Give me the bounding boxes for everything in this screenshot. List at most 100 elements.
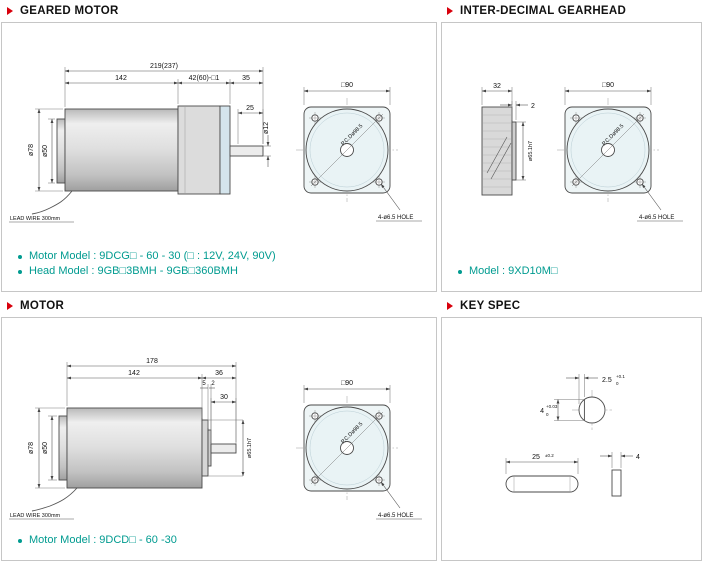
- dim-pilot-diameter: ø65.1h7: [528, 141, 534, 161]
- geared-motor-front-view: P.C.Dø98.5 □90 4-ø6.5 HOLE: [296, 82, 422, 222]
- panel-title: GEARED MOTOR: [20, 5, 119, 17]
- motor-bullets: Motor Model : 9DCD□ - 60 -30: [2, 531, 436, 560]
- gearhead-flange: [219, 105, 231, 195]
- motor-box: LEAD WIRE 300mm 178 142 36 5 2 30: [1, 317, 437, 561]
- motor-model-text: Motor Model : 9DCD□ - 60 -30: [29, 534, 177, 546]
- motor-side-view: LEAD WIRE 300mm: [9, 407, 237, 520]
- inter-decimal-gearhead-box: 32 2 ø65.1h7: [441, 22, 702, 292]
- key-spec-header: KEY SPEC: [441, 297, 702, 315]
- red-arrow-icon: [447, 302, 453, 310]
- red-arrow-icon: [447, 7, 453, 15]
- dim-step1: 5: [202, 381, 206, 387]
- dim-cap-diameter: ø50: [42, 145, 49, 157]
- pilot-boss: [511, 121, 517, 181]
- lead-wire-label: LEAD WIRE 300mm: [10, 216, 61, 222]
- motor-model-text: Motor Model : 9DCG□ - 60 - 30 (□ : 12V, …: [29, 250, 276, 262]
- geared-motor-drawing: LEAD WIRE 300mm 219(237) 142 42(60)-□1 3…: [9, 63, 422, 223]
- flat-end-shape: [611, 469, 622, 497]
- flat-end-view: 4: [600, 452, 640, 497]
- geared-motor-box: LEAD WIRE 300mm 219(237) 142 42(60)-□1 3…: [1, 22, 437, 292]
- dim-mounting-holes: 4-ø6.5 HOLE: [639, 215, 674, 221]
- motor-drawing: LEAD WIRE 300mm 178 142 36 5 2 30: [9, 358, 422, 520]
- output-shaft: [229, 145, 264, 157]
- panel-geared-motor: GEARED MOTOR: [1, 2, 437, 292]
- dim-body-length: 142: [128, 370, 140, 377]
- dim-body-diameter: ø78: [28, 442, 35, 454]
- inter-decimal-gearhead-bullets: Model : 9XD10M□: [442, 262, 701, 291]
- gearhead-model-text: Model : 9XD10M□: [469, 265, 558, 277]
- dim-end-width: 4: [636, 454, 640, 461]
- inter-decimal-gearhead-header: INTER-DECIMAL GEARHEAD: [441, 2, 702, 20]
- key-spec-box: 2.5 +0.1 0 4 +0.03 0 25 ±0.2: [441, 317, 702, 561]
- list-item: Model : 9XD10M□: [458, 264, 693, 279]
- list-item: Motor Model : 9DCG□ - 60 - 30 (□ : 12V, …: [18, 249, 428, 264]
- key-spec-drawing: 2.5 +0.1 0 4 +0.03 0 25 ±0.2: [505, 374, 640, 497]
- list-item: Motor Model : 9DCD□ - 60 -30: [18, 533, 428, 548]
- bullet-dot-icon: [18, 269, 22, 274]
- gearhead-body: [177, 105, 221, 195]
- pilot-step: [201, 419, 209, 477]
- list-item: Head Model : 9GB□3BMH - 9GB□360BMH: [18, 264, 428, 279]
- dim-flange-square: □90: [341, 82, 353, 89]
- dim-flat-width: 4: [540, 408, 544, 415]
- panel-inter-decimal-gearhead: INTER-DECIMAL GEARHEAD 32: [441, 2, 702, 292]
- output-shaft: [210, 443, 237, 454]
- dim-overall-length: 178: [146, 358, 158, 365]
- dim-gearhead-length: 42(60)-□1: [189, 75, 220, 82]
- bullet-dot-icon: [458, 269, 462, 274]
- panel-title: MOTOR: [20, 300, 65, 312]
- dim-flange-square: □90: [602, 82, 614, 89]
- gearhead-side-view: 32 2 ø65.1h7: [481, 83, 535, 196]
- dim-mounting-holes: 4-ø6.5 HOLE: [378, 513, 413, 519]
- dim-step2: 2: [211, 381, 215, 387]
- motor-front-view: P.C.Dø98.5 □90 4-ø6.5 HOLE: [296, 380, 422, 520]
- dim-shaft-length: 35: [242, 75, 250, 82]
- geared-motor-bullets: Motor Model : 9DCG□ - 60 - 30 (□ : 12V, …: [2, 247, 436, 291]
- gearhead-side-body: [481, 106, 513, 196]
- dim-cap-diameter: ø50: [42, 442, 49, 454]
- motor-body: [66, 407, 203, 489]
- lead-wire: [31, 190, 73, 215]
- inter-decimal-gearhead-drawing: 32 2 ø65.1h7: [481, 82, 683, 222]
- motor-rear-cap: [56, 118, 66, 184]
- motor-dimensions: 178 142 36 5 2 30 ø78 ø50: [28, 358, 253, 489]
- panel-title: INTER-DECIMAL GEARHEAD: [460, 5, 627, 17]
- flat-top-view: 25 ±0.2: [505, 453, 579, 493]
- gearhead-front-view: P.C.Dø98.5 □90 4-ø6.5 HOLE: [557, 82, 683, 222]
- motor-body: [64, 108, 179, 192]
- flat-slot-shape: [505, 475, 579, 493]
- dim-body-diameter: ø78: [28, 144, 35, 156]
- panel-motor: MOTOR LEAD WIRE 30: [1, 297, 437, 561]
- bullet-dot-icon: [18, 254, 22, 259]
- dim-gearhead-width: 32: [493, 83, 501, 90]
- panel-title: KEY SPEC: [460, 300, 521, 312]
- dim-overall-length: 219(237): [150, 63, 178, 70]
- shaft-end-view: 2.5 +0.1 0 4 +0.03 0: [540, 374, 625, 430]
- geared-motor-dimensions: 219(237) 142 42(60)-□1 35 25 ø78 ø50: [28, 63, 271, 192]
- dim-flat-depth-tol-hi: +0.1: [616, 374, 625, 379]
- head-model-text: Head Model : 9GB□3BMH - 9GB□360BMH: [29, 265, 238, 277]
- geared-motor-header: GEARED MOTOR: [1, 2, 437, 20]
- dim-flange-square: □90: [341, 380, 353, 387]
- geared-motor-side-view: LEAD WIRE 300mm: [9, 105, 264, 223]
- motor-rear-cap: [58, 415, 68, 481]
- bullet-dot-icon: [18, 538, 22, 543]
- dim-flat-width-tol-hi: +0.03: [546, 404, 558, 409]
- red-arrow-icon: [7, 7, 13, 15]
- dim-shaft-diameter: ø12: [263, 122, 270, 134]
- lead-wire: [31, 487, 78, 512]
- dim-flat-depth-tol-lo: 0: [616, 381, 619, 386]
- dim-shaft-usable: 30: [220, 394, 228, 401]
- dim-flat-width-tol-lo: 0: [546, 412, 549, 417]
- red-arrow-icon: [7, 302, 13, 310]
- dim-flat-depth: 2.5: [602, 377, 612, 384]
- lead-wire-label: LEAD WIRE 300mm: [10, 513, 61, 519]
- shaft-section-circle: [578, 396, 606, 424]
- panel-key-spec: KEY SPEC 2.5 +0.1 0 4: [441, 297, 702, 561]
- dim-shaft-usable: 25: [246, 105, 254, 112]
- dim-flat-length: 25: [532, 454, 540, 461]
- dim-shaft-section: 36: [215, 370, 223, 377]
- dim-mounting-holes: 4-ø6.5 HOLE: [378, 215, 413, 221]
- dim-pilot-diameter: ø65.1h7: [247, 438, 253, 458]
- motor-header: MOTOR: [1, 297, 437, 315]
